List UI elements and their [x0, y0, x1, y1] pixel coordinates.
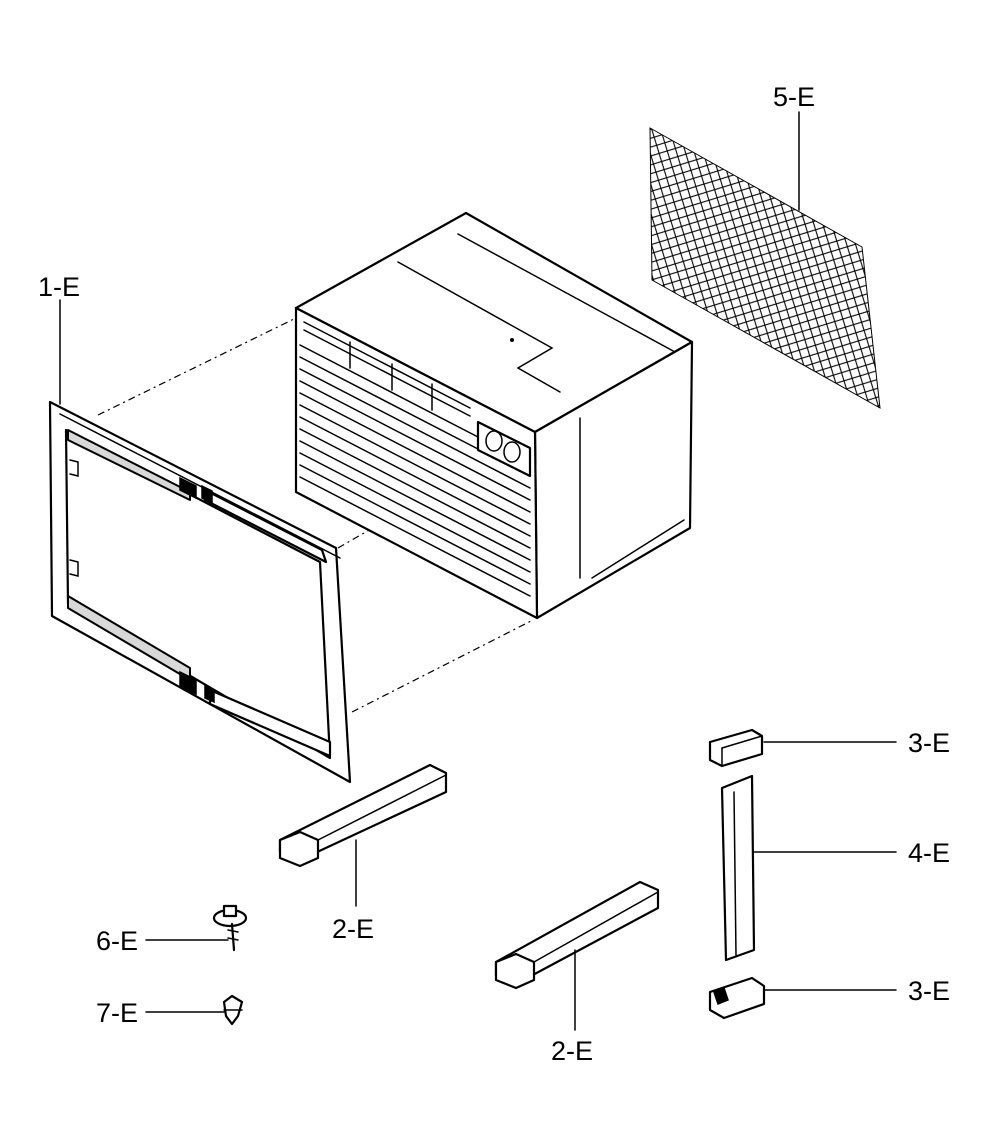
label-mesh: 5-E	[773, 82, 815, 112]
label-foam-bottom: 3-E	[908, 976, 950, 1006]
support-bar-right	[494, 880, 660, 990]
label-clip: 7-E	[96, 998, 138, 1028]
foam-top	[708, 728, 764, 768]
control-panel	[476, 420, 532, 478]
clip	[222, 994, 244, 1026]
mesh-filter	[649, 127, 881, 409]
air-conditioner-cabinet	[294, 211, 694, 620]
screw	[212, 904, 248, 952]
label-screw: 6-E	[96, 926, 138, 956]
label-support-right: 2-E	[551, 1036, 593, 1066]
front-grille-louvers	[299, 344, 531, 597]
curtain-panel	[720, 774, 756, 962]
label-curtain: 4-E	[908, 838, 950, 868]
foam-bottom	[708, 976, 766, 1020]
label-frame: 1-E	[38, 272, 80, 302]
front-frame	[48, 400, 352, 784]
label-foam-top: 3-E	[908, 728, 950, 758]
support-bar-left	[278, 763, 448, 868]
leader-lines	[59, 111, 897, 1031]
label-support-left: 2-E	[332, 914, 374, 944]
